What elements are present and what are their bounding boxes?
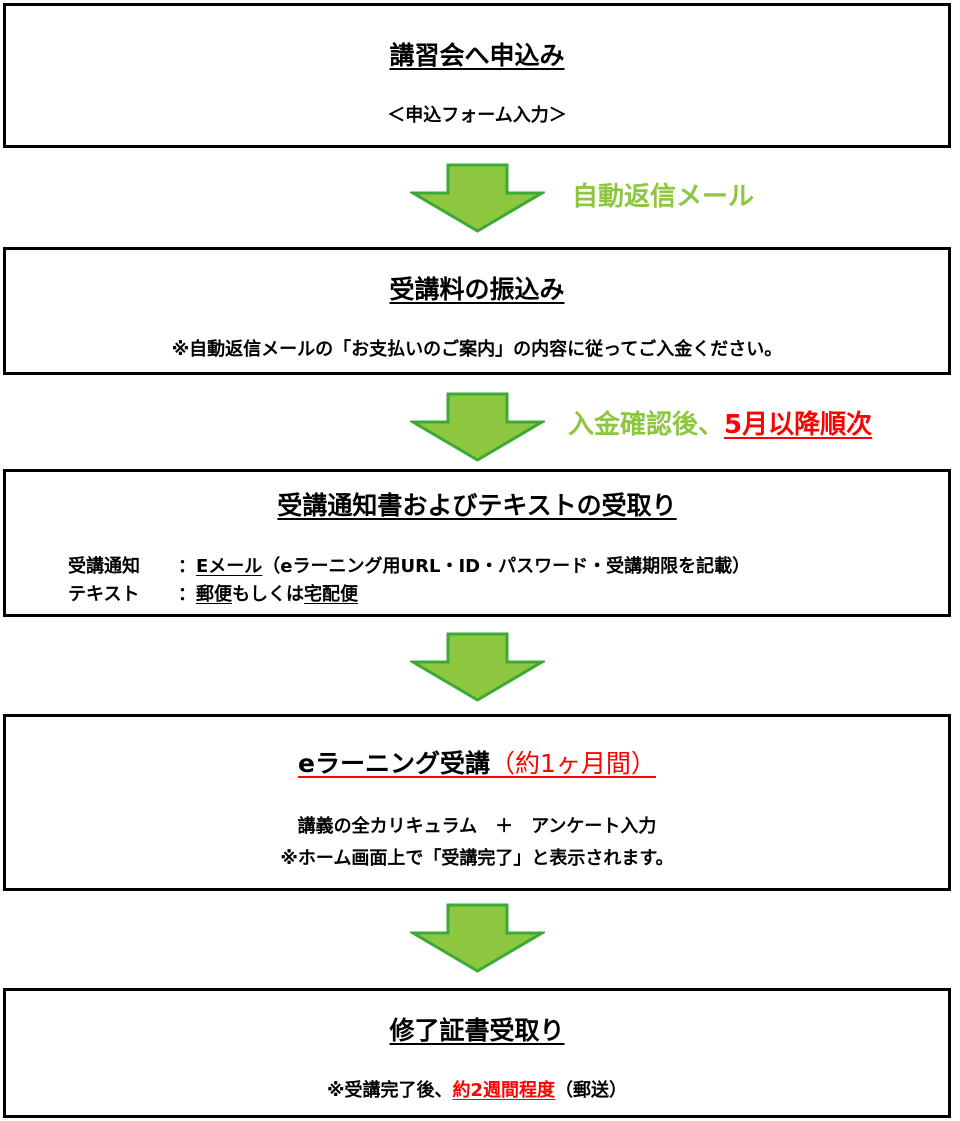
auto-reply-mail-label: 自動返信メール [572, 182, 755, 212]
down-arrow-icon [410, 903, 545, 973]
certificate-note-post: （郵送） [555, 1080, 628, 1101]
notice-method: Eメール [196, 556, 263, 577]
text-method-post: 郵便 [196, 584, 232, 605]
step-elearning-duration: （約1ヶ月間） [490, 749, 656, 778]
text-key: テキスト [68, 584, 140, 605]
down-arrow-icon [410, 632, 545, 702]
step-payment-box: 受講料の振込み ※自動返信メールの「お支払いのご案内」の内容に従ってご入金くださ… [3, 247, 951, 375]
step-certificate-box: 修了証書受取り ※受講完了後、約2週間程度（郵送） [3, 988, 951, 1118]
step-apply-box: 講習会へ申込み ＜申込フォーム入力＞ [3, 3, 951, 148]
step-elearning-line2: ※ホーム画面上で「受講完了」と表示されます。 [280, 848, 674, 869]
step-apply-title: 講習会へ申込み [389, 41, 565, 70]
text-method-or: もしくは [232, 584, 304, 605]
step-apply-subtitle: ＜申込フォーム入力＞ [387, 105, 567, 126]
step-certificate-note: ※受講完了後、約2週間程度（郵送） [6, 1076, 948, 1102]
text-method-courier: 宅配便 [304, 584, 358, 605]
step-receive-box: 受講通知書およびテキストの受取り 受講通知 ：Eメール（eラーニング用URL・ID… [3, 469, 951, 617]
notice-key: 受講通知 [68, 556, 140, 577]
step-certificate-title: 修了証書受取り [389, 1016, 565, 1045]
down-arrow-icon [410, 163, 545, 233]
notice-separator: ： [178, 556, 196, 577]
notice-detail: （eラーニング用URL・ID・パスワード・受講期限を記載） [262, 556, 751, 577]
notice-row-text: テキスト ：郵便もしくは宅配便 [68, 580, 358, 606]
step-elearning-box: eラーニング受講（約1ヶ月間） 講義の全カリキュラム ＋ アンケート入力 ※ホー… [3, 714, 951, 891]
step-elearning-line1: 講義の全カリキュラム ＋ アンケート入力 [297, 816, 657, 837]
notice-row-email: 受講通知 ：Eメール（eラーニング用URL・ID・パスワード・受講期限を記載） [68, 552, 750, 578]
step-receive-title: 受講通知書およびテキストの受取り [277, 491, 677, 520]
payment-confirm-label: 入金確認後、5月以降順次 [568, 404, 872, 441]
step-elearning-title-main: eラーニング受講 [298, 749, 491, 778]
text-separator: ： [178, 584, 196, 605]
delivery-schedule-text: 5月以降順次 [724, 410, 873, 440]
certificate-note-period: 約2週間程度 [452, 1080, 556, 1101]
step-elearning-title: eラーニング受講（約1ヶ月間） [6, 744, 948, 780]
payment-confirm-text: 入金確認後、 [568, 410, 725, 440]
certificate-note-pre: ※受講完了後、 [326, 1080, 453, 1101]
step-payment-title: 受講料の振込み [389, 275, 565, 304]
down-arrow-icon [410, 392, 545, 462]
step-payment-note: ※自動返信メールの「お支払いのご案内」の内容に従ってご入金ください。 [171, 339, 783, 360]
